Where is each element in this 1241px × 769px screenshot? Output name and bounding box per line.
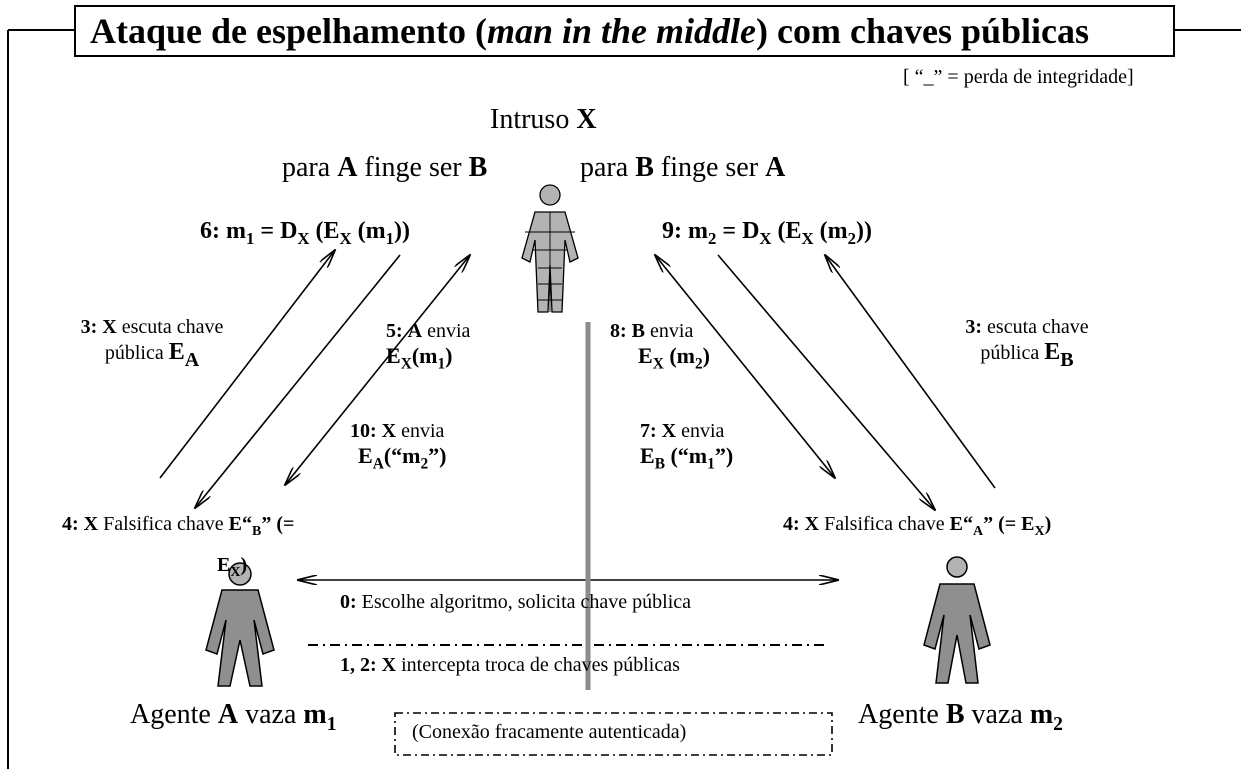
agent-a-figure xyxy=(205,562,275,687)
arrow-4b xyxy=(717,254,935,510)
agent-b-figure xyxy=(923,556,991,684)
step-5-label: 5: A envia EX(m1) xyxy=(386,320,471,373)
step-3b-label: 3: escuta chave pública EB xyxy=(965,316,1089,371)
arrow-5-10 xyxy=(285,255,470,485)
step-7-label: 7: X envia EB (“m1”) xyxy=(640,420,734,473)
page-title: Ataque de espelhamento (man in the middl… xyxy=(90,11,1090,51)
step-6-label: 6: m1 = DX (EX (m1)) xyxy=(200,218,411,248)
step-0-label: 0: Escolhe algoritmo, solicita chave púb… xyxy=(340,591,692,613)
step-3a-label: 3: X escuta chave pública EA xyxy=(80,316,224,371)
arrow-8-7 xyxy=(655,255,835,478)
intruder-right-role: para B finge ser A xyxy=(580,152,786,183)
step-4a-label-line2: EX) xyxy=(217,554,248,580)
intruder-left-role: para A finge ser B xyxy=(282,152,488,183)
step-8-label: 8: B envia EX (m2) xyxy=(610,320,710,373)
agent-b-label: Agente B vaza m2 xyxy=(858,699,1063,735)
arrow-3b xyxy=(825,255,996,489)
connection-label: (Conexão fracamente autenticada) xyxy=(412,721,687,743)
step-1-2-label: 1, 2: X intercepta troca de chaves públi… xyxy=(340,654,680,676)
step-10-label: 10: X envia EA(“m2”) xyxy=(350,420,447,473)
step-4a-label: 4: X Falsifica chave E“B” (= xyxy=(62,513,295,539)
intruder-label: Intruso X xyxy=(490,104,597,135)
intruder-figure xyxy=(521,184,579,313)
agent-a-label: Agente A vaza m1 xyxy=(130,699,337,735)
connection-box xyxy=(394,712,833,756)
legend-note: [ “_” = perda de integridade] xyxy=(903,66,1134,88)
step-4b-label: 4: X Falsifica chave E“A” (= EX) xyxy=(783,513,1052,539)
title-box: Ataque de espelhamento (man in the middl… xyxy=(74,5,1175,57)
step-9-label: 9: m2 = DX (EX (m2)) xyxy=(662,218,873,248)
